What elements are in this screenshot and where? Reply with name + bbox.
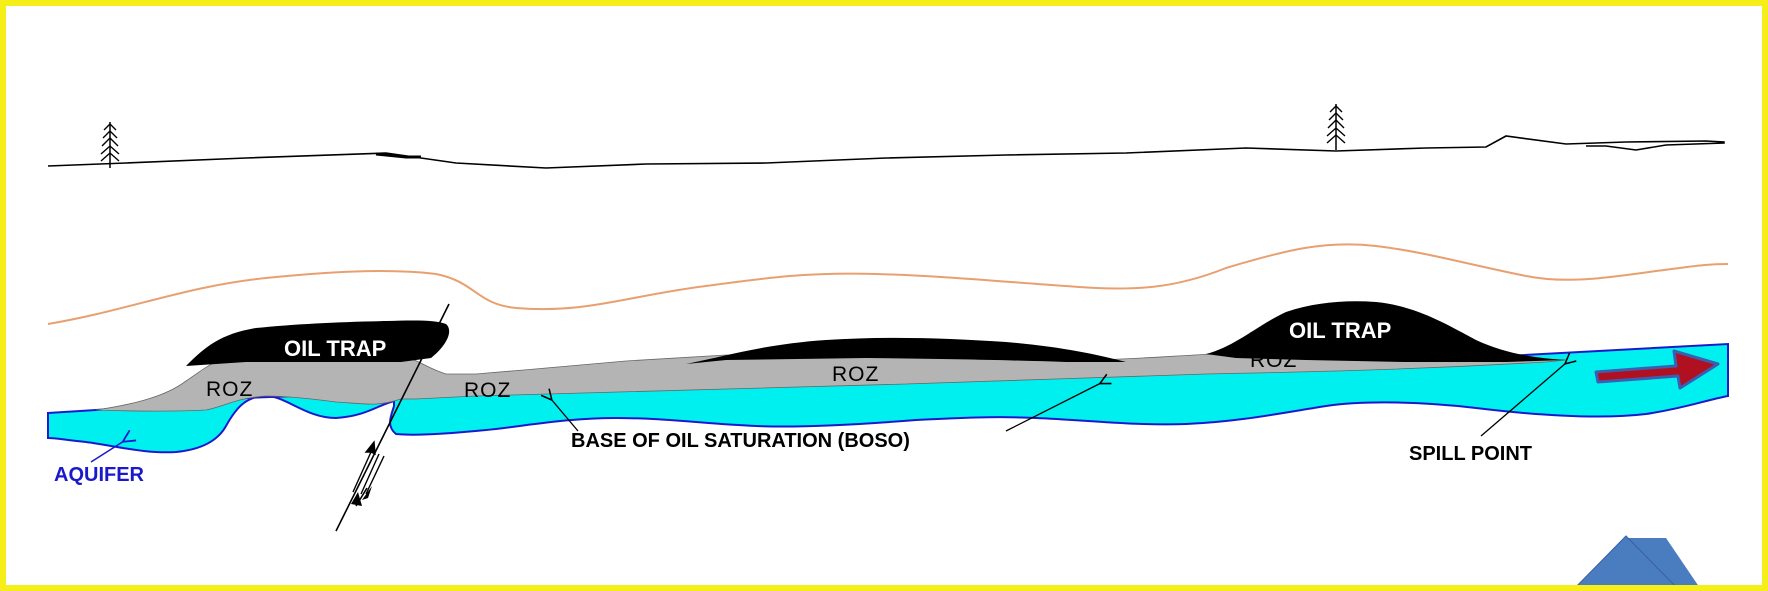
roz-label-3: ROZ — [832, 363, 879, 386]
conifer-tree-icon — [1326, 104, 1346, 150]
aquifer-leader — [90, 441, 124, 463]
spill-point-leader — [1480, 363, 1566, 437]
ground-surface-line — [47, 135, 1725, 169]
boso-leader-right — [1005, 383, 1101, 432]
spill-point-label: SPILL POINT — [1409, 443, 1532, 465]
fault-offset-arrows-icon — [351, 440, 385, 507]
fault-line — [335, 303, 450, 532]
oil-trap-middle — [686, 337, 1126, 364]
residual-oil-zone — [95, 352, 1567, 412]
oil-trap-right — [1206, 301, 1566, 362]
arrow-right-icon — [1594, 349, 1720, 390]
roz-label-1: ROZ — [206, 378, 253, 401]
oil-trap-right-label: OIL TRAP — [1289, 318, 1391, 343]
boso-label: BASE OF OIL SATURATION (BOSO) — [571, 430, 910, 452]
corner-triangle-tip — [1577, 535, 1675, 585]
strata-horizon-line — [47, 243, 1729, 325]
oil-trap-left — [186, 320, 450, 366]
oil-trap-left-label: OIL TRAP — [284, 336, 386, 361]
boso-leader-left — [551, 399, 579, 432]
roz-label-2: ROZ — [464, 379, 511, 402]
roz-label-4: ROZ — [1250, 349, 1297, 372]
conifer-tree-icon — [100, 122, 120, 168]
aquifer-label: AQUIFER — [54, 464, 145, 486]
reservoir-cross-section: OIL TRAP OIL TRAP ROZ ROZ ROZ ROZ BASE O… — [47, 104, 1729, 585]
